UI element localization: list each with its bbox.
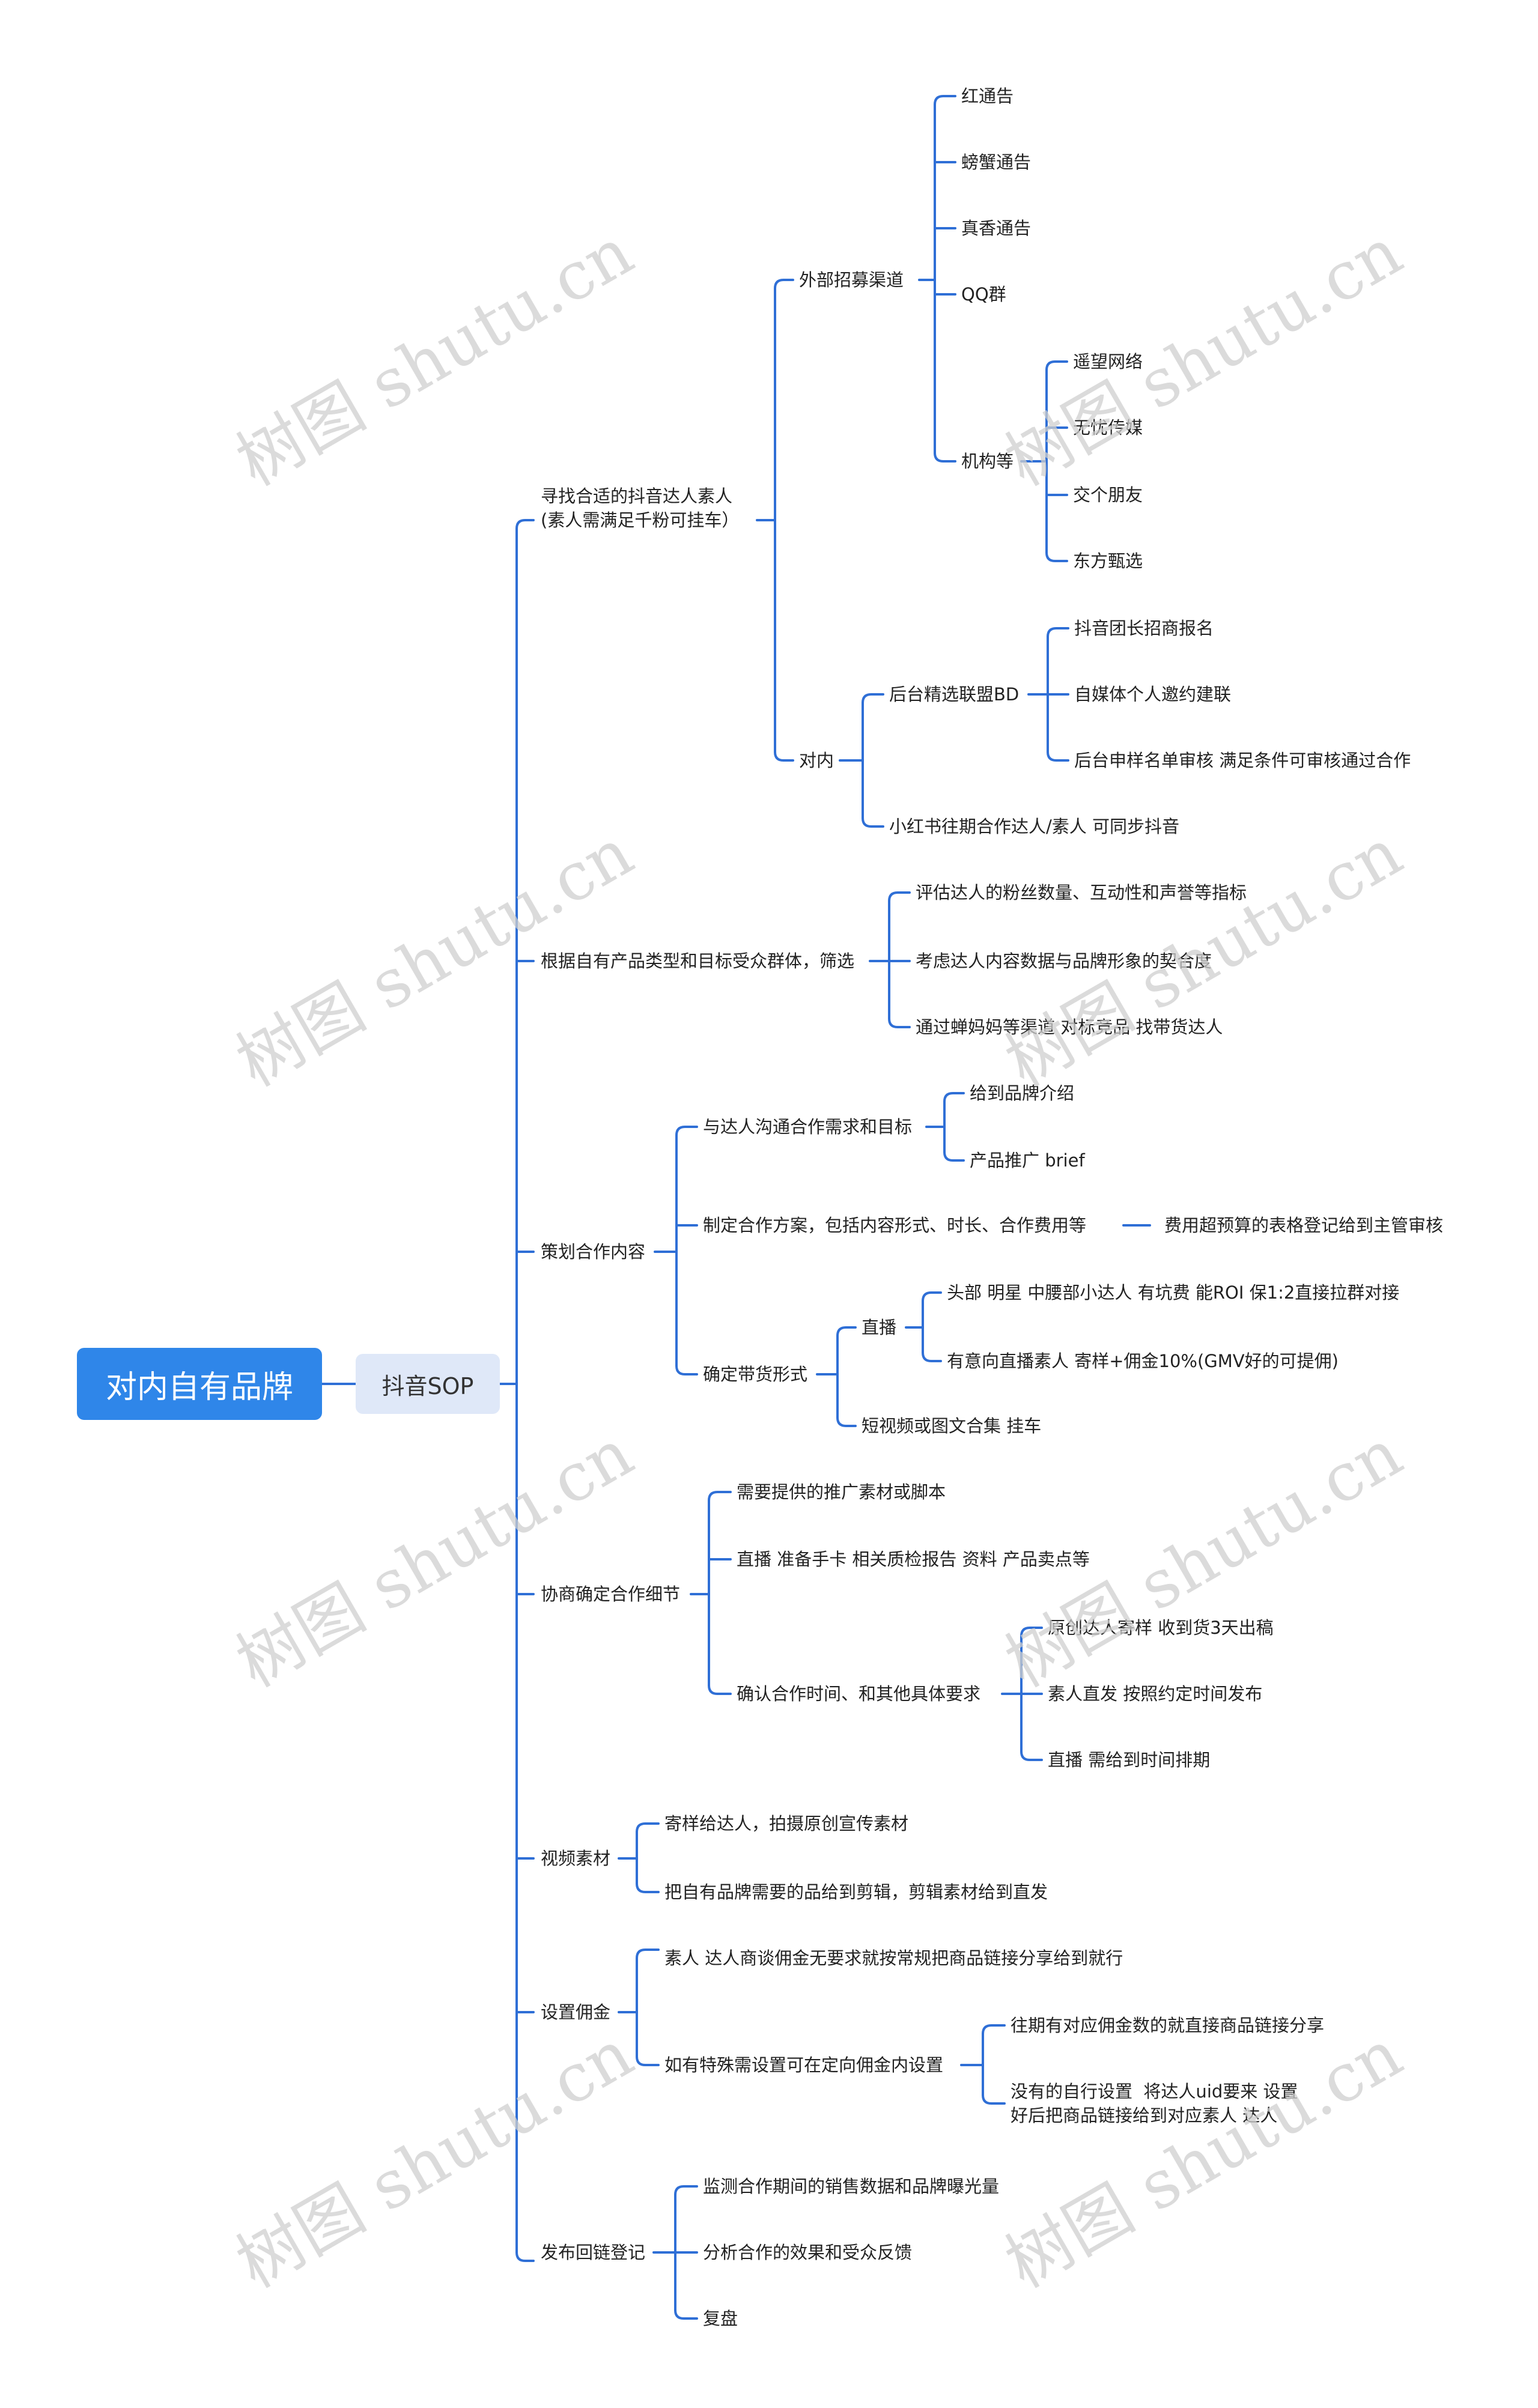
node-original-sample[interactable]: 原创达人寄样 收到货3天出稿 (1048, 1618, 1274, 1638)
node-wuyou[interactable]: 无忧传媒 (1073, 417, 1143, 438)
node-scheme[interactable]: 制定合作方案，包括内容形式、时长、合作费用等 (703, 1215, 1087, 1236)
node-internal[interactable]: 对内 (799, 750, 834, 771)
node-external-channels[interactable]: 外部招募渠道 (799, 270, 904, 290)
node-monitor[interactable]: 监测合作期间的销售数据和品牌曝光量 (703, 2176, 1000, 2197)
branch-find-talent[interactable]: 寻找合适的抖音达人素人 (素人需满足千粉可挂车） (541, 486, 740, 530)
node-red-notice[interactable]: 红通告 (961, 86, 1014, 106)
node-send-sample[interactable]: 寄样给达人，拍摄原创宣传素材 (664, 1813, 909, 1834)
node-brand-intro[interactable]: 给到品牌介绍 (970, 1083, 1075, 1103)
node-sales-form[interactable]: 确定带货形式 (703, 1364, 808, 1384)
node-zhenxiang-notice[interactable]: 真香通告 (961, 218, 1032, 238)
branch-publish[interactable]: 发布回链登记 (541, 2242, 646, 2263)
node-custom-commission[interactable]: 没有的自行设置 将达人uid要来 设置 好后把商品链接给到对应素人 达人 (1011, 2081, 1298, 2126)
node-filter-c[interactable]: 通过蝉妈妈等渠道 对标竞品 找带货达人 (916, 1017, 1223, 1037)
node-tuanzhang[interactable]: 抖音团长招商报名 (1074, 618, 1214, 638)
branch-filter[interactable]: 根据自有产品类型和目标受众群体，筛选 (541, 951, 855, 971)
node-zimeiti[interactable]: 自媒体个人邀约建联 (1074, 684, 1232, 705)
node-materials[interactable]: 需要提供的推广素材或脚本 (737, 1482, 946, 1502)
branch-commission[interactable]: 设置佣金 (541, 2002, 611, 2022)
node-dongfang[interactable]: 东方甄选 (1073, 551, 1143, 571)
node-existing-commission[interactable]: 往期有对应佣金数的就直接商品链接分享 (1011, 2015, 1325, 2036)
node-filter-a[interactable]: 评估达人的粉丝数量、互动性和声誉等指标 (916, 882, 1247, 903)
node-live-amateur[interactable]: 有意向直播素人 寄样+佣金10%(GMV好的可提佣) (947, 1351, 1339, 1371)
node-agencies[interactable]: 机构等 (961, 451, 1014, 472)
node-targeted-commission[interactable]: 如有特殊需设置可在定向佣金内设置 (664, 2055, 944, 2075)
node-confirm-time[interactable]: 确认合作时间、和其他具体要求 (737, 1684, 981, 1704)
node-over-budget[interactable]: 费用超预算的表格登记给到主管审核 (1164, 1215, 1444, 1236)
node-live-prep[interactable]: 直播 准备手卡 相关质检报告 资料 产品卖点等 (737, 1549, 1090, 1569)
node-communicate[interactable]: 与达人沟通合作需求和目标 (703, 1117, 913, 1137)
branch-video[interactable]: 视频素材 (541, 1848, 611, 1869)
node-yaowang[interactable]: 遥望网络 (1073, 351, 1143, 372)
node-live-top[interactable]: 头部 明星 中腰部小达人 有坑费 能ROI 保1:2直接拉群对接 (947, 1282, 1400, 1303)
node-editing[interactable]: 把自有品牌需要的品给到剪辑，剪辑素材给到直发 (664, 1882, 1048, 1902)
branch-details[interactable]: 协商确定合作细节 (541, 1584, 681, 1604)
node-qq-group[interactable]: QQ群 (961, 284, 1006, 305)
node-default-commission[interactable]: 素人 达人商谈佣金无要求就按常规把商品链接分享给到就行 (664, 1948, 1123, 1968)
node-live[interactable]: 直播 (862, 1317, 897, 1338)
node-jiaoge[interactable]: 交个朋友 (1073, 485, 1143, 505)
branch-plan[interactable]: 策划合作内容 (541, 1242, 646, 1262)
node-short-video[interactable]: 短视频或图文合集 挂车 (862, 1416, 1042, 1436)
node-amateur-post[interactable]: 素人直发 按照约定时间发布 (1048, 1684, 1263, 1704)
root-topic[interactable]: 对内自有品牌 (77, 1348, 322, 1420)
node-review[interactable]: 复盘 (703, 2308, 738, 2329)
node-alliance-bd[interactable]: 后台精选联盟BD (889, 684, 1020, 705)
node-filter-b[interactable]: 考虑达人内容数据与品牌形象的契合度 (916, 951, 1212, 971)
node-analyze[interactable]: 分析合作的效果和受众反馈 (703, 2242, 913, 2263)
node-xiaohongshu[interactable]: 小红书往期合作达人/素人 可同步抖音 (889, 816, 1179, 837)
node-crab-notice[interactable]: 螃蟹通告 (961, 152, 1032, 172)
node-product-brief[interactable]: 产品推广 brief (970, 1150, 1085, 1171)
node-live-schedule[interactable]: 直播 需给到时间排期 (1048, 1750, 1211, 1770)
main-topic[interactable]: 抖音SOP (356, 1354, 500, 1414)
node-sample-review[interactable]: 后台申样名单审核 满足条件可审核通过合作 (1074, 750, 1411, 771)
